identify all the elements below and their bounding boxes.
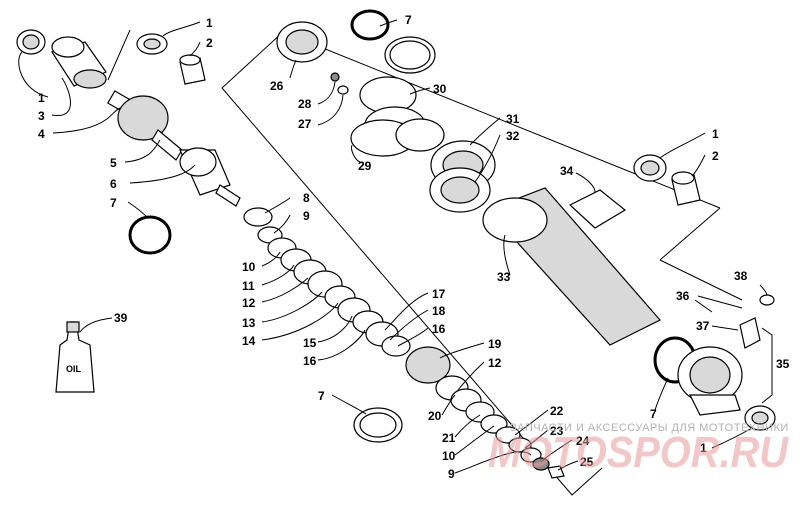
label-7-left: 7 [110,196,117,210]
shaft-body-part-6 [179,147,241,207]
label-14: 14 [242,334,256,348]
bushing-part-1-right [633,154,667,182]
label-2-top: 2 [206,36,213,50]
callout-labels: 1 2 1 3 4 5 6 7 7 26 28 27 30 29 31 32 3… [38,13,790,481]
label-6: 6 [110,177,117,191]
label-29: 29 [358,159,372,173]
bushing-part-1-top [136,33,168,55]
cap-part-26 [276,21,328,63]
cover-part-34 [568,189,627,229]
bushing-part-1-top-left [16,29,46,55]
valve-stack [243,207,565,479]
spacer-part-2-top [179,54,206,85]
band-part-7-top [384,36,436,74]
label-18: 18 [432,304,446,318]
valve-part-38 [759,294,775,306]
label-16-left: 16 [303,354,317,368]
label-13: 13 [242,316,256,330]
label-12-left: 12 [242,296,256,310]
label-25: 25 [580,455,594,469]
spacer-part-2-right [671,171,701,206]
label-30: 30 [433,82,447,96]
watermark-brand: MOTOSPOR.RU [488,428,789,477]
clevis-body [677,346,743,416]
label-35: 35 [776,357,790,371]
label-21: 21 [442,431,456,445]
valve-part-28 [330,72,340,82]
bushing-part-1-bottom-right [744,405,776,431]
o-ring-part-36 [694,299,713,313]
label-28: 28 [298,97,312,111]
label-1-bottom-right: 1 [700,441,707,455]
label-9-top: 9 [303,209,310,223]
piston-part-29 [350,118,445,157]
label-10-top: 10 [242,260,256,274]
oil-label: OIL [66,364,82,374]
label-32: 32 [506,129,520,143]
label-26: 26 [270,79,284,93]
label-19: 19 [488,337,502,351]
label-22: 22 [550,404,564,418]
core-part-27 [337,85,349,95]
label-1-left: 1 [38,91,45,105]
o-ring-part-7-left [128,215,172,255]
shaft-part-5 [151,129,183,161]
leader-lines [18,19,773,474]
label-33: 33 [497,270,511,284]
label-17: 17 [432,287,446,301]
label-20: 20 [428,409,442,423]
label-38: 38 [734,269,748,283]
body-tube-part-33 [482,187,661,346]
band-part-7-lower [353,407,403,443]
label-16-right: 16 [432,322,446,336]
label-15: 15 [303,336,317,350]
sleeve-part-3 [51,36,107,89]
label-31: 31 [506,112,520,126]
label-1-right: 1 [712,127,719,141]
label-9-bottom: 9 [448,467,455,481]
label-23: 23 [550,424,564,438]
label-5: 5 [110,156,117,170]
label-36: 36 [676,289,690,303]
label-7-right: 7 [650,407,657,421]
oil-bottle-part-39 [55,321,95,393]
watermark-tagline: ЗАПЧАСТИ И АКСЕССУАРЫ ДЛЯ МОТОТЕХНИКИ [510,422,789,434]
label-2-right: 2 [712,149,719,163]
label-11: 11 [242,279,255,293]
label-24: 24 [576,434,590,448]
label-27: 27 [298,117,312,131]
label-4: 4 [38,127,45,141]
label-3: 3 [38,109,45,123]
o-ring-part-7-top [350,9,390,41]
label-1-top-right: 1 [206,16,213,30]
label-7-lower: 7 [318,389,325,403]
lock-nut-part-32 [429,167,491,213]
label-34: 34 [560,164,574,178]
label-12-right: 12 [488,356,502,370]
watermark: ЗАПЧАСТИ И АКСЕССУАРЫ ДЛЯ МОТОТЕХНИКИ MO… [488,422,789,477]
label-37: 37 [696,319,710,333]
label-39: 39 [114,311,128,325]
fitting-part-37 [739,317,761,349]
eye-part-4 [107,90,169,141]
label-7-top: 7 [405,13,412,27]
label-10-bottom: 10 [442,449,456,463]
label-8: 8 [303,191,310,205]
